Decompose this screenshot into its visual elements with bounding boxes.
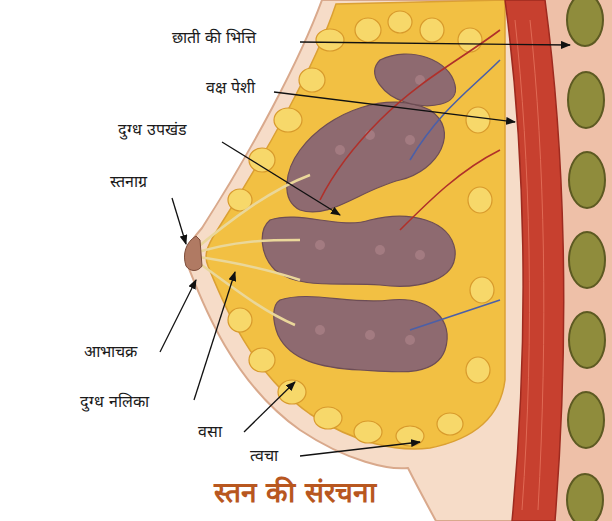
pectoral-muscle-label: वक्ष पेशी <box>206 78 255 97</box>
diagram-title: स्तन की संरचना <box>214 476 377 510</box>
chest-wall-label: छाती की भित्ति <box>172 28 256 47</box>
leader-lines <box>160 42 570 456</box>
skin-label: त्वचा <box>250 446 278 465</box>
areola-label: आभाचक्र <box>84 342 137 361</box>
nipple-label: स्तनाग्र <box>110 172 147 191</box>
lobule-label: दुग्ध उपखंड <box>118 120 187 139</box>
fat-label: वसा <box>198 422 222 441</box>
milk-duct-label: दुग्ध नलिका <box>80 392 149 411</box>
